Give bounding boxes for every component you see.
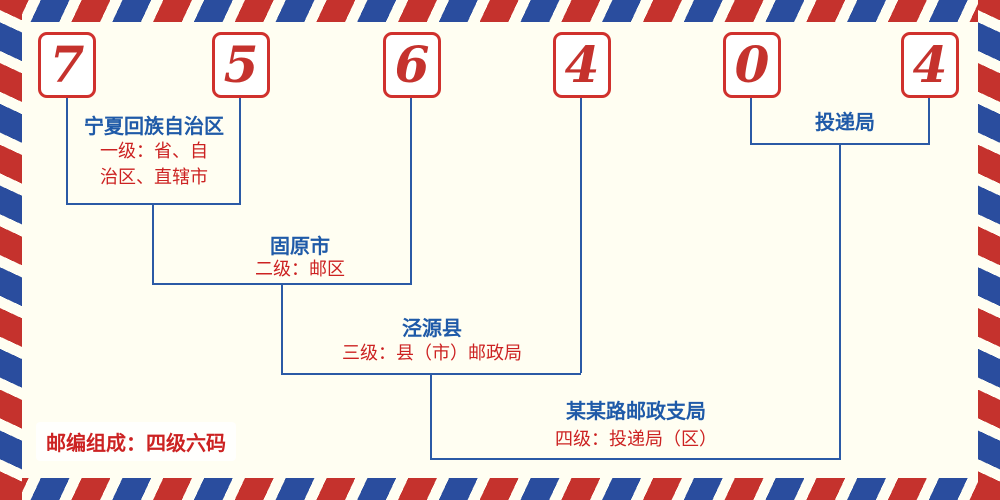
province-level-desc: 一级：省、自 治区、直辖市 [100,141,208,187]
city-label: 固原市 [270,236,330,258]
digit-box-3: 6 [383,32,441,98]
connector-line [239,98,241,203]
county-label: 泾源县 [402,318,462,340]
delivery-bureau-label: 投递局 [815,112,875,134]
postal-code-composition-note: 邮编组成：四级六码 [36,422,236,461]
digit-box-2: 5 [212,32,270,98]
digit-box-1: 7 [38,32,96,98]
connector-line [66,98,68,203]
branch-office-label: 某某路邮政支局 [566,401,706,423]
connector-line [839,143,841,458]
digit-4: 4 [564,35,600,94]
city-level-desc: 二级：邮区 [255,259,345,279]
digit-box-5: 0 [723,32,781,98]
connector-line [580,98,582,373]
connector-line [281,283,283,373]
airmail-border-bottom [0,478,1000,500]
digit-6: 4 [912,35,948,94]
county-level-desc: 三级：县（市）邮政局 [342,343,522,363]
airmail-border-right [978,0,1000,500]
digit-1: 7 [49,35,85,94]
connector-line [750,98,752,143]
connector-line [152,203,154,283]
province-label: 宁夏回族自治区 [84,116,224,138]
connector-line [928,98,930,143]
digit-2: 5 [223,35,259,94]
digit-5: 0 [734,35,770,94]
connector-line [430,458,841,460]
airmail-border-top [0,0,1000,22]
connector-line [430,373,432,458]
digit-box-4: 4 [553,32,611,98]
connector-line [410,98,412,283]
digit-3: 6 [394,35,430,94]
branch-level-desc: 四级：投递局（区） [555,429,717,449]
airmail-border-left [0,0,22,500]
digit-box-6: 4 [901,32,959,98]
